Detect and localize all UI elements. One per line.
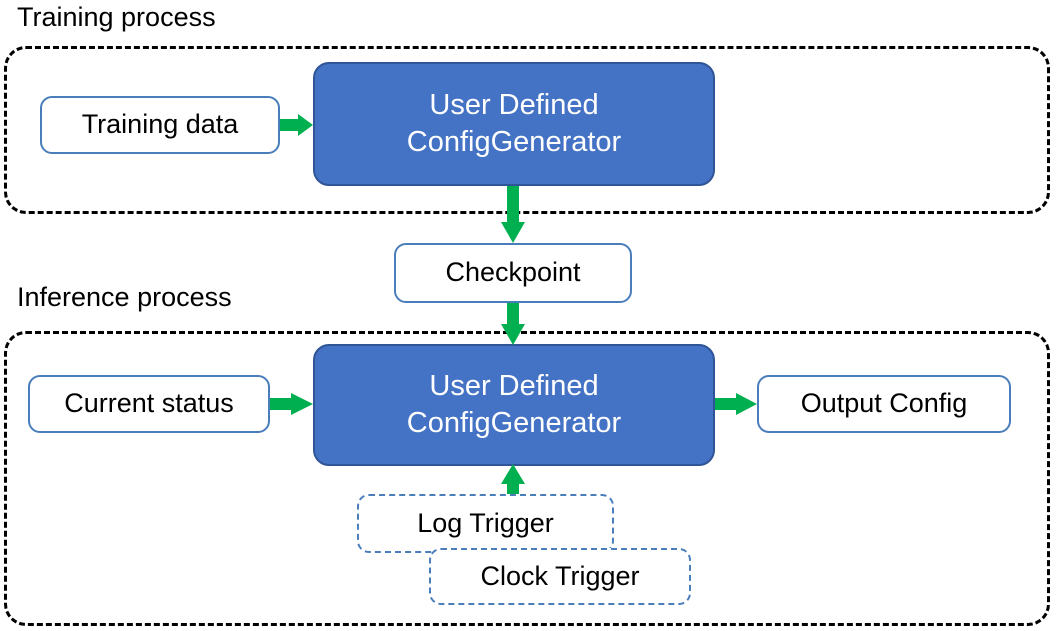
node-training-user-defined-configgenerator[interactable]: User Defined ConfigGenerator [313, 62, 715, 186]
inference-generator-line-1: User Defined [429, 369, 599, 402]
node-checkpoint[interactable]: Checkpoint [394, 243, 632, 303]
node-current-status[interactable]: Current status [28, 375, 270, 433]
inference-process-container [4, 331, 1050, 626]
inference-generator-line-2: ConfigGenerator [406, 407, 622, 439]
node-output-config[interactable]: Output Config [757, 375, 1011, 433]
node-log-trigger[interactable]: Log Trigger [357, 494, 614, 553]
node-training-data[interactable]: Training data [40, 96, 280, 154]
training-generator-line-2: ConfigGenerator [406, 126, 622, 158]
training-process-container [4, 46, 1050, 214]
node-clock-trigger[interactable]: Clock Trigger [429, 548, 691, 605]
inference-process-title: Inference process [17, 282, 232, 312]
training-process-title: Training process [17, 2, 216, 32]
training-generator-line-1: User Defined [429, 88, 599, 121]
node-inference-user-defined-configgenerator[interactable]: User Defined ConfigGenerator [313, 344, 715, 466]
